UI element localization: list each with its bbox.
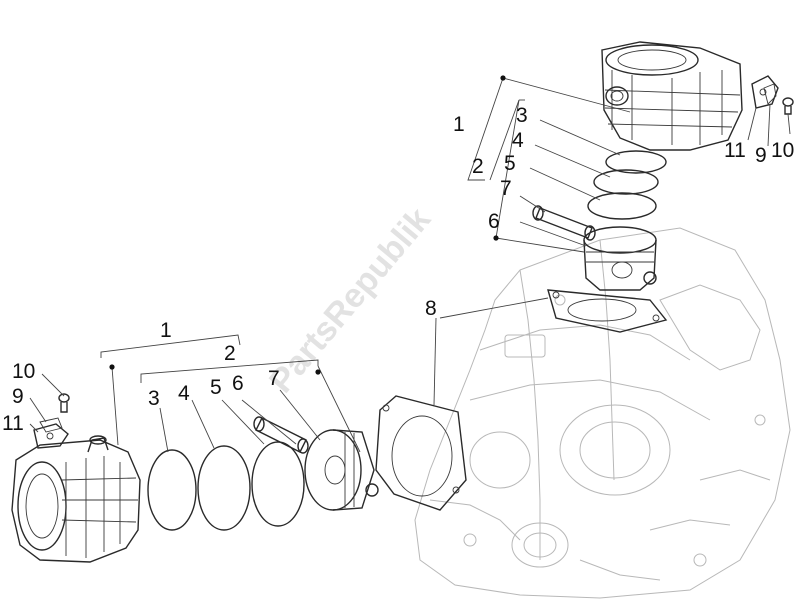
front-label-2: 2 [224,342,236,365]
front-label-6: 6 [232,372,244,395]
front-label-5: 5 [210,376,222,399]
rear-label-4: 4 [512,129,524,152]
rear-leader-lines [439,77,791,319]
front-piston [304,429,375,511]
front-gasket-small [39,417,63,433]
front-label-10: 10 [12,360,35,383]
front-piston-ring-4 [197,445,251,531]
front-group-2-marker [315,369,321,375]
front-group-1-marker [109,364,115,370]
front-piston-ring-5 [251,441,305,527]
front-leader-lines [29,317,437,453]
rear-cylinder [601,41,743,151]
front-piston-ring-3 [147,449,197,531]
rear-piston-ring-4 [593,169,659,195]
rear-label-3: 3 [516,104,528,127]
rear-cylinder-cover [751,75,779,109]
rear-label-10: 10 [771,139,794,162]
rear-label-6: 6 [488,210,500,233]
rear-bolt [782,97,794,115]
front-piston-pin [253,416,309,454]
front-cylinder-cover [33,423,69,449]
rear-label-8: 8 [425,297,437,320]
rear-piston-ring-5 [587,192,657,220]
front-label-4: 4 [178,382,190,405]
front-label-9: 9 [12,385,24,408]
rear-label-1: 1 [453,113,465,136]
watermark: PartsRepublik [262,201,438,401]
front-label-3: 3 [148,387,160,410]
rear-piston-circlip [643,271,657,285]
rear-base-gasket [547,289,668,333]
rear-label-2: 2 [472,155,484,178]
rear-piston-ring-3 [605,150,667,174]
front-label-7: 7 [268,367,280,390]
rear-group-1-marker [500,75,506,81]
front-bolt [58,393,70,413]
rear-group-2-marker [493,235,499,241]
rear-piston [583,226,657,291]
front-label-1: 1 [160,319,172,342]
front-piston-circlip [365,483,379,497]
rear-label-11: 11 [724,139,746,162]
rear-label-5: 5 [504,152,516,175]
rear-label-7: 7 [500,177,512,200]
front-cylinder [11,435,141,563]
rear-label-9: 9 [755,144,767,167]
rear-gasket-small [763,83,777,105]
front-base-gasket [375,395,467,511]
engine-crankcase [414,227,791,599]
rear-piston-pin [532,205,596,241]
front-label-11: 11 [2,412,24,435]
